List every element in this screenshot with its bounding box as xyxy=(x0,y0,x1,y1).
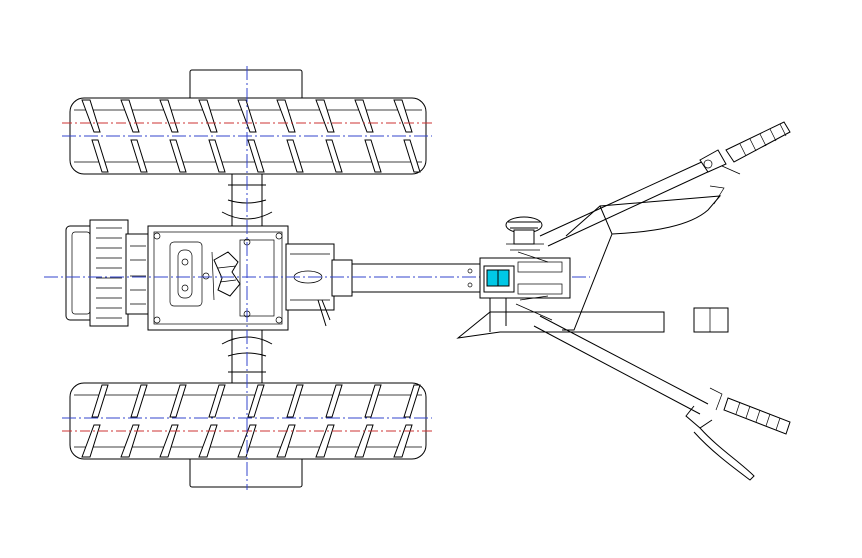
engine xyxy=(65,219,151,327)
knob-icon[interactable] xyxy=(505,216,544,251)
lower-handlebar xyxy=(533,315,791,481)
beam-tube xyxy=(351,263,485,293)
top-wheel-treads xyxy=(81,99,421,173)
tread-lug xyxy=(354,99,374,133)
handle-guard xyxy=(599,195,722,235)
tread-lug xyxy=(393,424,413,458)
tread-lug xyxy=(120,99,140,133)
tread-lug xyxy=(91,384,109,418)
tread-lug xyxy=(276,424,296,458)
upper-handlebar xyxy=(539,121,791,247)
tread-lug xyxy=(325,139,343,173)
handle-grip-icon[interactable] xyxy=(725,121,791,163)
tread-lug xyxy=(325,384,343,418)
top-wheel-hub xyxy=(189,69,303,103)
tread-lug xyxy=(130,139,148,173)
tread-lug xyxy=(315,99,335,133)
upper-handle-clamp xyxy=(699,149,727,173)
tread-lug xyxy=(169,384,187,418)
handlebar-mount xyxy=(456,216,665,339)
tread-lug xyxy=(364,384,382,418)
top-wheel xyxy=(62,69,432,175)
tread-lug xyxy=(315,424,335,458)
tread-lug xyxy=(91,139,109,173)
tread-lug xyxy=(208,384,226,418)
tread-lug xyxy=(276,99,296,133)
tread-lug xyxy=(286,384,304,418)
tread-lug xyxy=(81,99,101,133)
main-beam xyxy=(351,263,485,293)
tread-lug xyxy=(159,99,179,133)
tread-lug xyxy=(393,99,413,133)
tread-lug xyxy=(354,424,374,458)
tread-lug xyxy=(159,424,179,458)
tread-lug xyxy=(208,139,226,173)
tread-lug xyxy=(247,384,265,418)
tread-lug xyxy=(364,139,382,173)
engine-housing xyxy=(125,233,151,315)
support-frame xyxy=(562,185,729,333)
handle-grip-icon[interactable] xyxy=(723,397,791,435)
engine-block xyxy=(89,219,129,327)
tread-lug xyxy=(81,424,101,458)
tread-lug xyxy=(247,139,265,173)
base-plate xyxy=(456,311,665,339)
tread-lug xyxy=(130,384,148,418)
tread-lug xyxy=(198,99,218,133)
tread-lug xyxy=(198,424,218,458)
rear-foot-block xyxy=(693,307,729,333)
tread-lug xyxy=(403,384,421,418)
upper-handle-tube xyxy=(539,159,713,247)
tread-lug xyxy=(169,139,187,173)
brake-lever-icon[interactable] xyxy=(685,387,755,481)
tread-lug xyxy=(286,139,304,173)
tread-lug xyxy=(120,424,140,458)
gearbox xyxy=(147,225,353,331)
gearbox-housing xyxy=(147,225,289,331)
tread-lug xyxy=(403,139,421,173)
output-collar xyxy=(331,259,353,297)
lower-handle-tube xyxy=(533,315,709,415)
bottom-wheel-hub xyxy=(189,454,303,488)
